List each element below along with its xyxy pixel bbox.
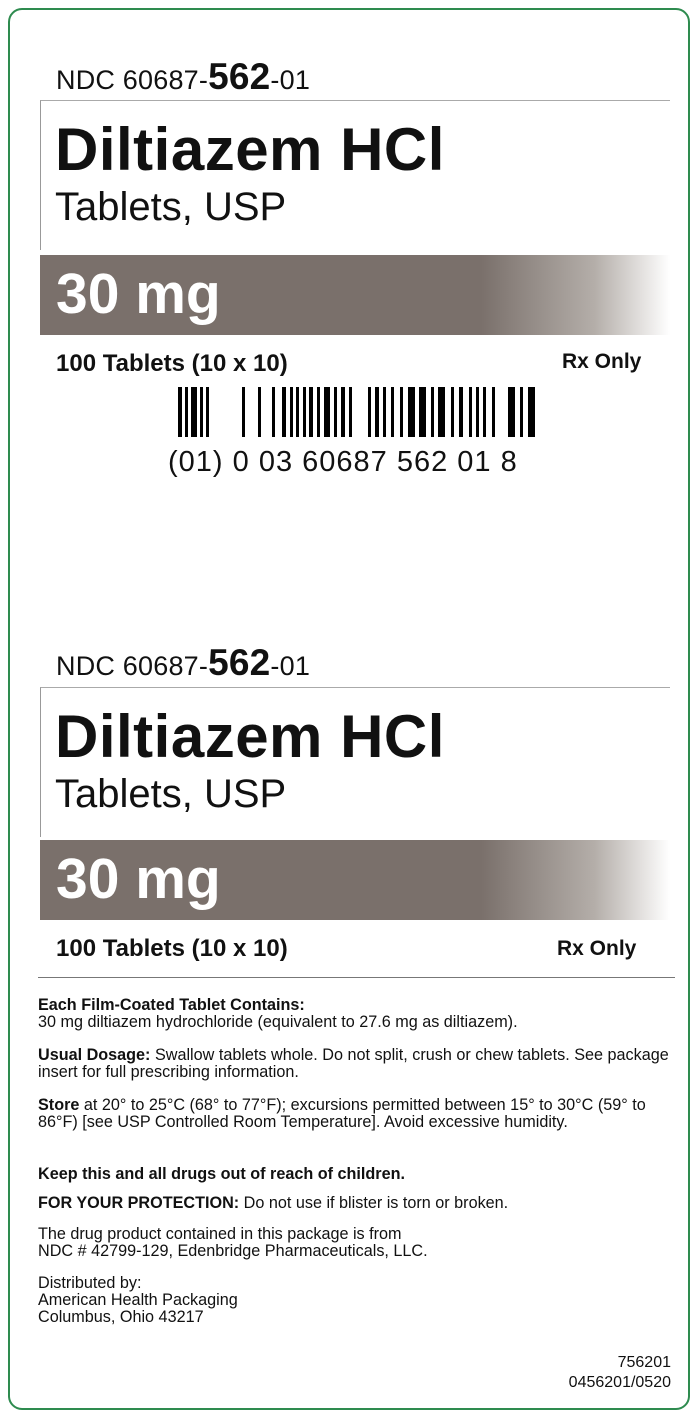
source-line: NDC # 42799-129, Edenbridge Pharmaceutic… — [38, 1242, 428, 1260]
store-text: at 20° to 25°C (68° to 77°F); excursions… — [38, 1096, 646, 1131]
protection-text: Do not use if blister is torn or broken. — [239, 1194, 509, 1212]
tablet-contents: Each Film-Coated Tablet Contains: 30 mg … — [38, 997, 678, 1031]
ndc-prefix: NDC 60687- — [56, 65, 209, 95]
drug-name: Diltiazem HCl — [55, 703, 445, 770]
contains-heading: Each Film-Coated Tablet Contains: — [38, 996, 305, 1014]
strength-band: 30 mg — [40, 255, 670, 335]
strength: 30 mg — [56, 262, 221, 326]
tablet-count: 100 Tablets (10 x 10) — [56, 935, 288, 962]
strength: 30 mg — [56, 847, 221, 911]
drug-name-box: Diltiazem HCl Tablets, USP — [40, 687, 670, 837]
ndc-product-code: 562 — [208, 56, 271, 97]
tablet-count: 100 Tablets (10 x 10) — [56, 350, 288, 377]
storage: Store at 20° to 25°C (68° to 77°F); excu… — [38, 1097, 678, 1131]
item-code: 756201 — [617, 1354, 671, 1371]
protection-warning: FOR YOUR PROTECTION: Do not use if blist… — [38, 1195, 678, 1212]
children-warning: Keep this and all drugs out of reach of … — [38, 1165, 405, 1183]
dosage-text: Swallow tablets whole. Do not split, cru… — [38, 1046, 669, 1081]
ndc-suffix: -01 — [270, 651, 311, 681]
barcode-number: (01) 0 03 60687 562 01 8 — [168, 446, 518, 478]
dosage-heading: Usual Dosage: — [38, 1046, 151, 1064]
distributor-name: American Health Packaging — [38, 1291, 238, 1309]
drug-name: Diltiazem HCl — [55, 116, 445, 183]
rx-only: Rx Only — [557, 937, 637, 960]
ndc-prefix: NDC 60687- — [56, 651, 209, 681]
dosage-form: Tablets, USP — [55, 772, 287, 816]
ndc-suffix: -01 — [270, 65, 311, 95]
store-heading: Store — [38, 1096, 80, 1114]
source-statement: The drug product contained in this packa… — [38, 1226, 678, 1260]
usual-dosage: Usual Dosage: Swallow tablets whole. Do … — [38, 1047, 678, 1081]
protection-heading: FOR YOUR PROTECTION: — [38, 1194, 240, 1212]
distributed-by: Distributed by: — [38, 1274, 142, 1292]
drug-name-box: Diltiazem HCl Tablets, USP — [40, 100, 670, 250]
ndc-product-code: 562 — [208, 642, 271, 683]
source-line: The drug product contained in this packa… — [38, 1225, 402, 1243]
divider — [38, 977, 675, 978]
revision-code: 0456201/0520 — [568, 1374, 671, 1391]
distributor: Distributed by: American Health Packagin… — [38, 1275, 678, 1326]
contains-text: 30 mg diltiazem hydrochloride (equivalen… — [38, 1013, 518, 1031]
dosage-form: Tablets, USP — [55, 185, 287, 229]
label-codes: 756201 0456201/0520 — [569, 1353, 671, 1393]
ndc-number: NDC 60687-562-01 — [56, 56, 310, 98]
distributor-city: Columbus, Ohio 43217 — [38, 1308, 204, 1326]
barcode — [178, 387, 535, 437]
label-border — [8, 8, 690, 1410]
rx-only: Rx Only — [562, 350, 642, 373]
ndc-number: NDC 60687-562-01 — [56, 642, 310, 684]
strength-band: 30 mg — [40, 840, 670, 920]
